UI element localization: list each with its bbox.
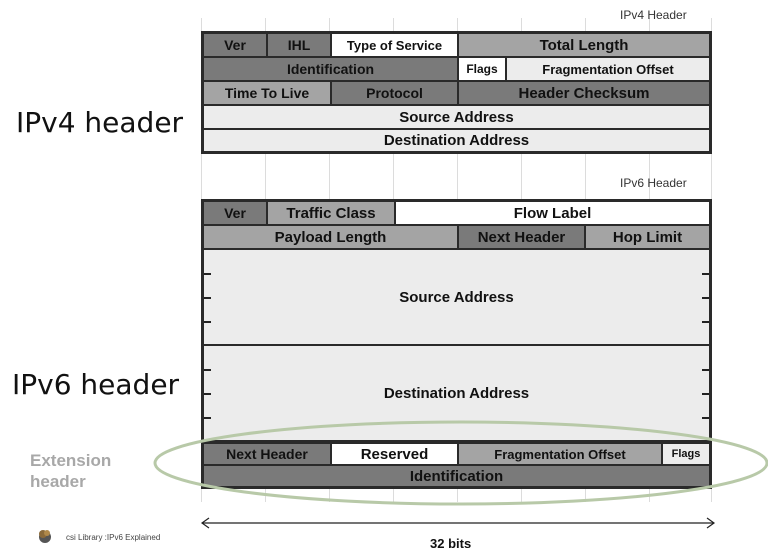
ipv4-side-label: IPv4 header (16, 106, 184, 139)
ipv6-next-header-field: Next Header (458, 225, 585, 249)
ipv6-destination-address-field: Destination Address (203, 345, 710, 441)
tick-mark (204, 321, 211, 323)
tick-mark (204, 273, 211, 275)
extension-highlight-ellipse (153, 420, 768, 506)
tick-mark (204, 417, 211, 419)
ext-next-header-field: Next Header (203, 443, 331, 465)
ipv6-traffic-class-field: Traffic Class (267, 201, 395, 225)
ipv6-header-caption: IPv6 Header (620, 176, 687, 190)
extension-label-line1: Extension (30, 451, 112, 470)
ipv6-payload-length-field: Payload Length (203, 225, 458, 249)
tick-mark (204, 393, 211, 395)
ext-flags-field: Flags (662, 443, 710, 465)
ipv4-header-diagram: Ver IHL Type of Service Total Length Ide… (201, 31, 712, 154)
csi-logo-icon (39, 530, 51, 543)
tick-mark (702, 297, 709, 299)
ipv4-tos-field: Type of Service (331, 33, 458, 57)
ipv6-flow-label-field: Flow Label (395, 201, 710, 225)
tick-mark (204, 297, 211, 299)
ipv6-header-diagram: Ver Traffic Class Flow Label Payload Len… (201, 199, 712, 443)
ext-reserved-field: Reserved (331, 443, 458, 465)
ipv4-ttl-field: Time To Live (203, 81, 331, 105)
ipv6-side-label: IPv6 header (12, 368, 180, 401)
ipv4-total-length-field: Total Length (458, 33, 710, 57)
bit-width-arrow (200, 517, 716, 529)
extension-label-line2: header (30, 472, 86, 491)
ipv4-identification-field: Identification (203, 57, 458, 81)
tick-mark (702, 417, 709, 419)
ipv4-ihl-field: IHL (267, 33, 331, 57)
ipv6-hop-limit-field: Hop Limit (585, 225, 710, 249)
ipv6-source-address-field: Source Address (203, 249, 710, 345)
extension-header-diagram: Next Header Reserved Fragmentation Offse… (201, 441, 712, 489)
tick-mark (702, 273, 709, 275)
tick-mark (702, 369, 709, 371)
ipv4-flags-field: Flags (458, 57, 506, 81)
ipv6-ver-field: Ver (203, 201, 267, 225)
extension-header-label: Extension header (30, 450, 111, 492)
ext-identification-field: Identification (203, 465, 710, 487)
tick-mark (204, 369, 211, 371)
ext-fragmentation-offset-field: Fragmentation Offset (458, 443, 662, 465)
tick-mark (702, 393, 709, 395)
ipv4-header-checksum-field: Header Checksum (458, 81, 710, 105)
ipv4-protocol-field: Protocol (331, 81, 458, 105)
ipv4-destination-address-field: Destination Address (203, 129, 710, 152)
bit-width-label: 32 bits (430, 536, 472, 551)
tick-mark (702, 321, 709, 323)
ipv4-ver-field: Ver (203, 33, 267, 57)
ipv4-source-address-field: Source Address (203, 105, 710, 129)
footer-source-text: csi Library :IPv6 Explained (66, 533, 161, 542)
ipv4-fragmentation-offset-field: Fragmentation Offset (506, 57, 710, 81)
ipv4-header-caption: IPv4 Header (620, 8, 687, 22)
